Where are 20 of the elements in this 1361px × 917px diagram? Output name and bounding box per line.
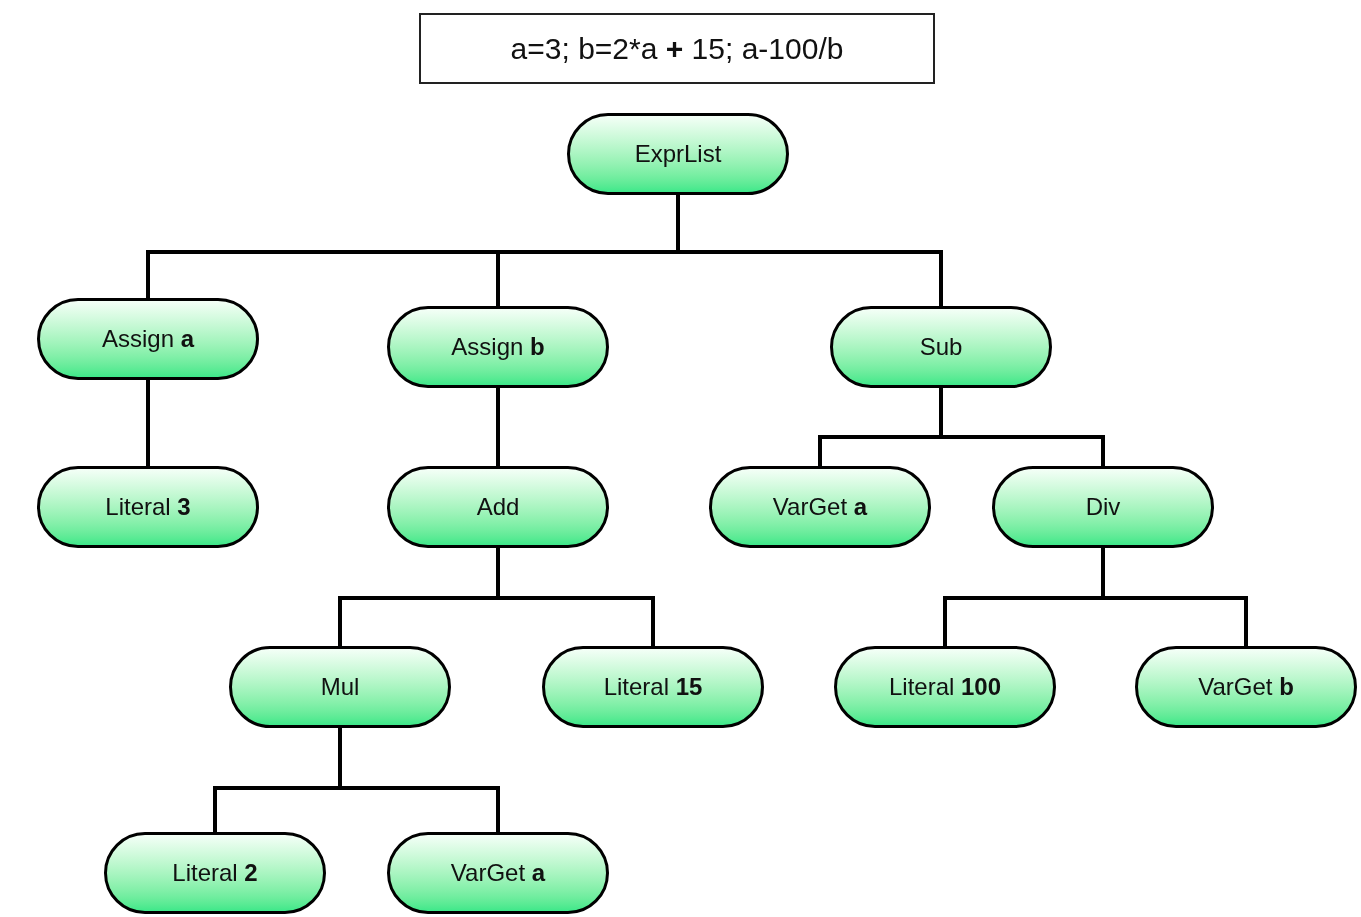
code-box: a=3; b=2*a + 15; a-100/b — [419, 13, 935, 84]
tree-node: Add — [387, 466, 609, 548]
connector-line — [676, 195, 943, 306]
tree-node: VarGet a — [387, 832, 609, 914]
connector-line — [146, 380, 150, 466]
tree-node: Literal 100 — [834, 646, 1056, 728]
tree-node: Assign b — [387, 306, 609, 388]
tree-node: Literal 3 — [37, 466, 259, 548]
connector-line — [338, 728, 500, 832]
tree-node: ExprList — [567, 113, 789, 195]
connector-line — [939, 388, 1105, 466]
tree-node: VarGet b — [1135, 646, 1357, 728]
tree-node: VarGet a — [709, 466, 931, 548]
tree-node: Div — [992, 466, 1214, 548]
connector-line — [496, 388, 500, 466]
tree-node: Literal 2 — [104, 832, 326, 914]
tree-node: Mul — [229, 646, 451, 728]
tree-node: Sub — [830, 306, 1052, 388]
tree-node: Assign a — [37, 298, 259, 380]
tree-node: Literal 15 — [542, 646, 764, 728]
